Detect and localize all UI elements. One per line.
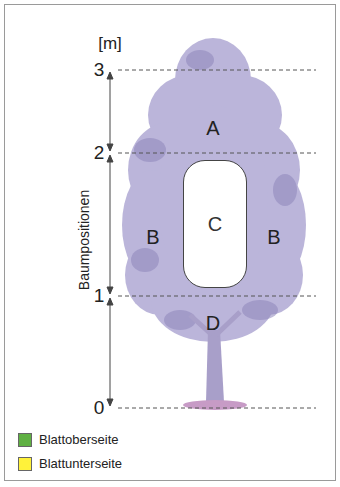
legend-text: Blattunterseite	[39, 456, 122, 471]
zone-label: B	[146, 226, 159, 249]
axis-title: Baumpositionen	[76, 190, 92, 290]
unit-label: [m]	[98, 34, 122, 54]
tree-branches	[190, 312, 240, 335]
legend-text: Blattoberseite	[39, 432, 119, 447]
dimension-arrows	[107, 72, 113, 406]
zone-label: D	[206, 312, 220, 335]
tick-label: 2	[94, 142, 105, 164]
level-lines	[118, 70, 316, 408]
legend-entry: Blattoberseite	[18, 432, 119, 447]
zone-box: C	[183, 160, 247, 288]
legend-swatch	[18, 457, 32, 471]
zone-label: C	[208, 213, 222, 236]
tick-label: 1	[94, 285, 105, 307]
legend-entry: Blattunterseite	[18, 456, 122, 471]
zone-label: B	[267, 226, 280, 249]
tree-shadow	[131, 50, 297, 330]
legend-swatch	[18, 433, 32, 447]
zone-label: A	[206, 117, 219, 140]
frame	[5, 5, 336, 481]
tree-trunk	[206, 330, 224, 402]
tick-label: 3	[94, 59, 105, 81]
tick-label: 0	[94, 397, 105, 419]
